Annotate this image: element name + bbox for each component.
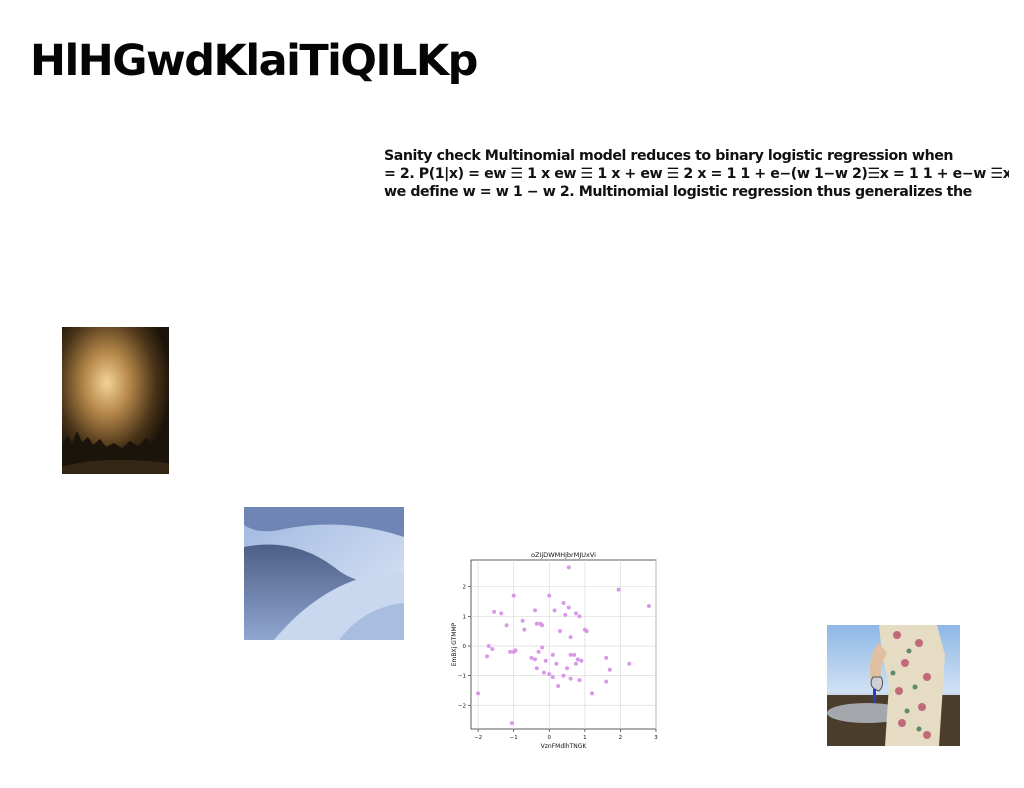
- scatter-point: [547, 672, 552, 677]
- scatter-point: [511, 649, 516, 654]
- chart-xlabel: VznFMdlhTNGK: [541, 743, 588, 750]
- scatter-point: [556, 684, 561, 689]
- scatter-point: [550, 675, 555, 680]
- scatter-point: [568, 635, 573, 640]
- person-floral-dress-photo: [827, 625, 960, 746]
- sand-dunes-photo: [244, 507, 404, 640]
- scatter-point: [561, 600, 566, 605]
- scatter-point: [604, 655, 609, 660]
- scatter-point: [563, 612, 568, 617]
- scatter-point: [604, 679, 609, 684]
- scatter-point: [509, 721, 514, 726]
- scatter-point: [573, 611, 578, 616]
- scatter-point: [476, 691, 481, 696]
- scatter-point: [577, 614, 582, 619]
- scatter-point: [540, 623, 545, 628]
- scatter-point: [565, 666, 570, 671]
- scatter-chart: −2 −1 0 1 2 3 −2 −1 0 1 2 oZIjDWMHjbrMJUxVi VznFMd…: [451, 551, 658, 750]
- scatter-point: [534, 621, 539, 626]
- x-tick-label: 2: [619, 735, 623, 741]
- scatter-point: [504, 623, 509, 628]
- scatter-point: [568, 652, 573, 657]
- scatter-point: [522, 627, 527, 632]
- x-tick-label: −1: [510, 735, 518, 741]
- y-tick-label: 1: [463, 614, 467, 620]
- scatter-point: [543, 658, 548, 663]
- scatter-point: [529, 655, 534, 660]
- scatter-point: [616, 587, 621, 592]
- scatter-point: [627, 661, 632, 666]
- scatter-point: [575, 657, 580, 662]
- chart-title: oZIjDWMHjbrMJUxVi: [531, 551, 596, 559]
- scatter-point: [572, 652, 577, 657]
- scatter-point: [579, 658, 584, 663]
- scatter-point: [540, 645, 545, 650]
- scatter-point: [566, 565, 571, 570]
- paragraph-line: we define w = w 1 − w 2. Multinomial log…: [384, 184, 972, 200]
- x-tick-label: 0: [548, 735, 552, 741]
- scatter-point: [541, 670, 546, 675]
- y-tick-label: 0: [463, 644, 467, 650]
- scatter-point: [547, 593, 552, 598]
- paragraph-line: = 2. P(1|x) = ew ☰ 1 x ew ☰ 1 x + ew ☰ 2…: [384, 166, 1009, 182]
- scatter-point: [508, 649, 513, 654]
- chart-ylabel: EmBXj GTMMP: [451, 622, 458, 666]
- scatter-point: [577, 678, 582, 683]
- x-tick-label: −2: [474, 735, 482, 741]
- scatter-point: [520, 618, 525, 623]
- plot-frame: [470, 559, 657, 730]
- scatter-point: [511, 593, 516, 598]
- scatter-point: [557, 629, 562, 634]
- page-title: HlHGwdKlaiTiQILKp: [30, 36, 478, 86]
- y-tick-label: −1: [458, 674, 466, 680]
- scatter-point: [573, 661, 578, 666]
- x-tick-label: 1: [583, 735, 587, 741]
- scatter-point: [607, 667, 612, 672]
- scatter-point: [490, 646, 495, 651]
- scatter-point: [485, 654, 490, 659]
- y-tick-label: −2: [458, 703, 466, 709]
- scatter-point: [646, 603, 651, 608]
- scatter-point: [550, 652, 555, 657]
- scatter-point: [561, 673, 566, 678]
- scatter-point: [486, 643, 491, 648]
- scatter-point: [552, 608, 557, 613]
- scatter-point: [499, 611, 504, 616]
- scatter-point: [533, 657, 538, 662]
- scatter-point: [554, 661, 559, 666]
- scatter-point: [536, 649, 541, 654]
- body-paragraph: Sanity check Multinomial model reduces t…: [384, 147, 1009, 201]
- x-tick-label: 3: [654, 735, 658, 741]
- scatter-point: [589, 691, 594, 696]
- y-tick-label: 2: [463, 585, 467, 591]
- scatter-point: [533, 608, 538, 613]
- scatter-point: [492, 609, 497, 614]
- scatter-point: [566, 605, 571, 610]
- scatter-point: [584, 629, 589, 634]
- scatter-point: [534, 666, 539, 671]
- paragraph-line: Sanity check Multinomial model reduces t…: [384, 148, 954, 164]
- dust-glow-photo: [62, 327, 169, 474]
- scatter-point: [568, 676, 573, 681]
